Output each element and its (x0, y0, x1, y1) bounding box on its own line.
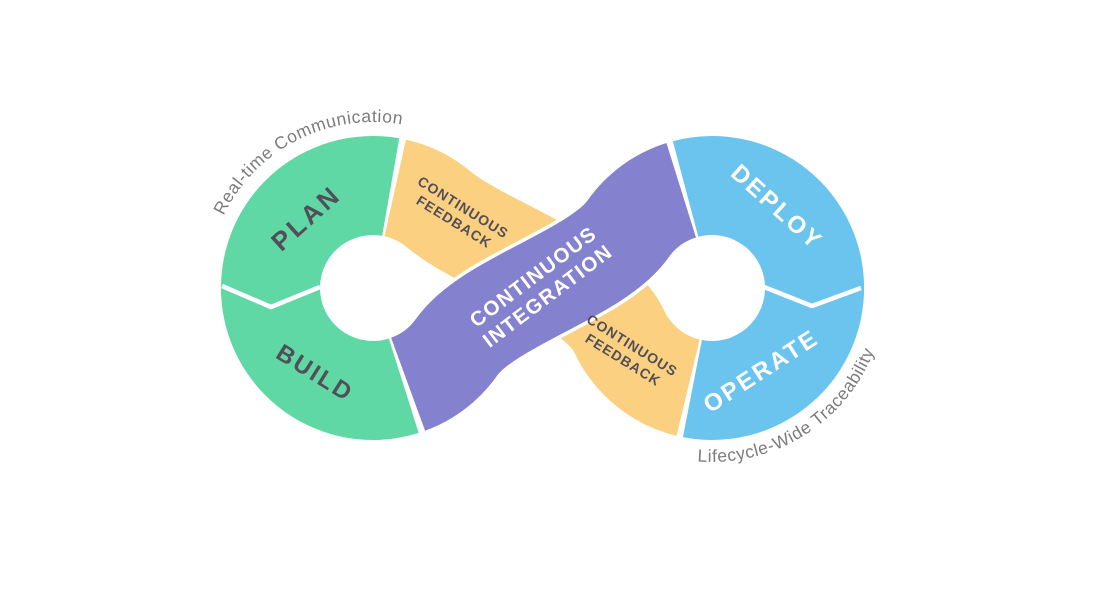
deploy-operate-divider-chevron (763, 284, 862, 309)
integration-band (389, 142, 698, 431)
plan-build-divider-chevron (221, 283, 321, 310)
right-ring-blue (660, 136, 865, 441)
left-ring-green (220, 135, 425, 440)
